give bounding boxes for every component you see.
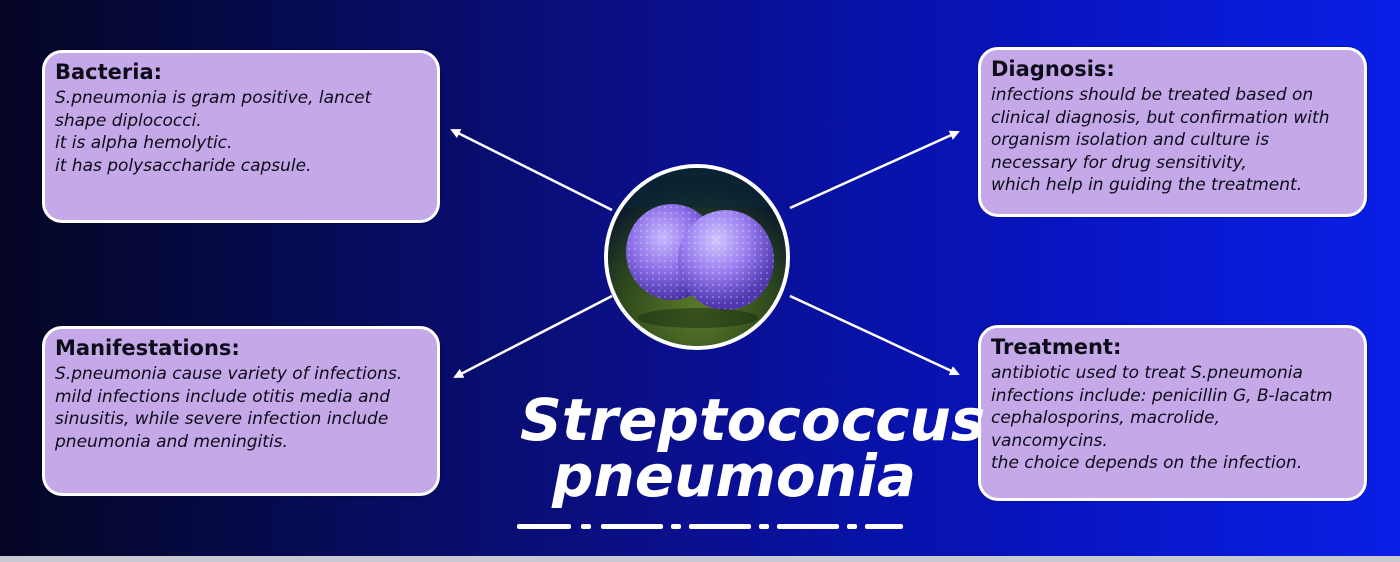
title-line-1: Streptococcus (520, 386, 986, 454)
diagnosis-heading: Diagnosis: (991, 57, 1115, 81)
diagnosis-text: infections should be treated based on cl… (991, 85, 1330, 195)
treatment-heading: Treatment: (991, 335, 1122, 359)
manifestations-box: Manifestations: S.pneumonia cause variet… (42, 326, 440, 496)
bacteria-text: S.pneumonia is gram positive, lancet sha… (55, 88, 372, 176)
decorative-dash-line (517, 524, 903, 529)
arrow-to-diagnosis (789, 130, 960, 210)
treatment-text: antibiotic used to treat S.pneumonia inf… (991, 363, 1333, 473)
manifestations-heading: Manifestations: (55, 336, 240, 360)
arrow-to-treatment (789, 294, 960, 376)
footer-strip (0, 556, 1400, 562)
title-line-2: pneumonia (552, 442, 917, 510)
treatment-box: Treatment: antibiotic used to treat S.pn… (978, 325, 1367, 501)
manifestations-text: S.pneumonia cause variety of infections.… (55, 364, 403, 452)
arrow-to-bacteria (450, 128, 613, 212)
diplococcus-micrograph-icon (608, 168, 786, 346)
page-title: Streptococcus pneumonia (500, 386, 986, 510)
bacteria-box: Bacteria: S.pneumonia is gram positive, … (42, 50, 440, 223)
arrow-to-manifestations (453, 294, 613, 379)
center-micrograph (604, 164, 790, 350)
bacteria-heading: Bacteria: (55, 60, 163, 84)
diagnosis-box: Diagnosis: infections should be treated … (978, 47, 1367, 217)
